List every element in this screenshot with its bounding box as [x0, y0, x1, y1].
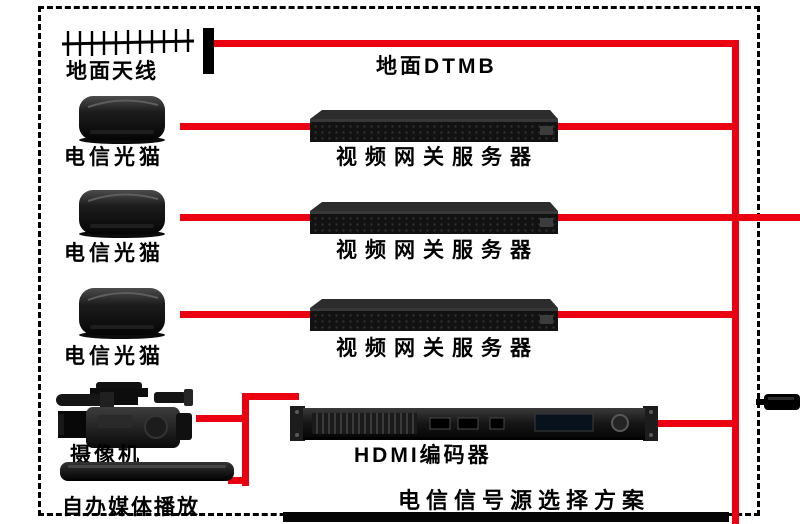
connector-server3-trunk — [558, 311, 739, 318]
server-3-icon — [306, 295, 562, 335]
modem-2-label: 电信光猫 — [64, 242, 164, 265]
server-2-label: 视频网关服务器 — [336, 239, 539, 262]
modem-3-icon — [76, 283, 168, 339]
connector-server1-trunk — [556, 123, 739, 130]
modem-1-label: 电信光猫 — [64, 146, 164, 169]
connector-bracket-encoder — [249, 393, 299, 400]
connector-modem3-server3 — [180, 311, 314, 318]
antenna-label: 地面天线 — [66, 60, 158, 83]
encoder-label: HDMI编码器 — [354, 444, 492, 467]
modem-3-label: 电信光猫 — [64, 345, 164, 368]
bottom-bar — [283, 512, 729, 522]
server-2-icon — [306, 198, 562, 238]
rf-plug-icon — [756, 392, 800, 412]
connector-modem2-server2 — [180, 214, 314, 221]
encoder-icon — [290, 400, 658, 446]
modem-1-icon — [76, 92, 168, 144]
connector-camera-bracket — [196, 415, 249, 422]
diagram-title: 电信信号源选择方案 — [398, 488, 651, 513]
server-1-label: 视频网关服务器 — [336, 146, 539, 169]
connector-media-bracket — [228, 477, 249, 484]
camera-label: 摄像机 — [70, 444, 142, 467]
connector-antenna-trunk — [214, 40, 739, 47]
connector-bracket-vertical — [242, 393, 249, 486]
media-player-icon — [60, 460, 234, 484]
connector-server2-trunk-exit — [556, 214, 800, 221]
dtmb-label: 地面DTMB — [376, 55, 497, 78]
connector-modem1-server1 — [180, 123, 314, 130]
modem-2-icon — [76, 186, 168, 238]
connector-encoder-trunk — [648, 420, 739, 427]
camera-icon — [56, 380, 208, 456]
server-3-label: 视频网关服务器 — [336, 337, 539, 360]
server-1-icon — [306, 106, 562, 146]
antenna-icon — [60, 24, 218, 76]
connector-trunk-vertical — [732, 40, 739, 524]
media-player-label: 自办媒体播放 — [62, 496, 200, 519]
